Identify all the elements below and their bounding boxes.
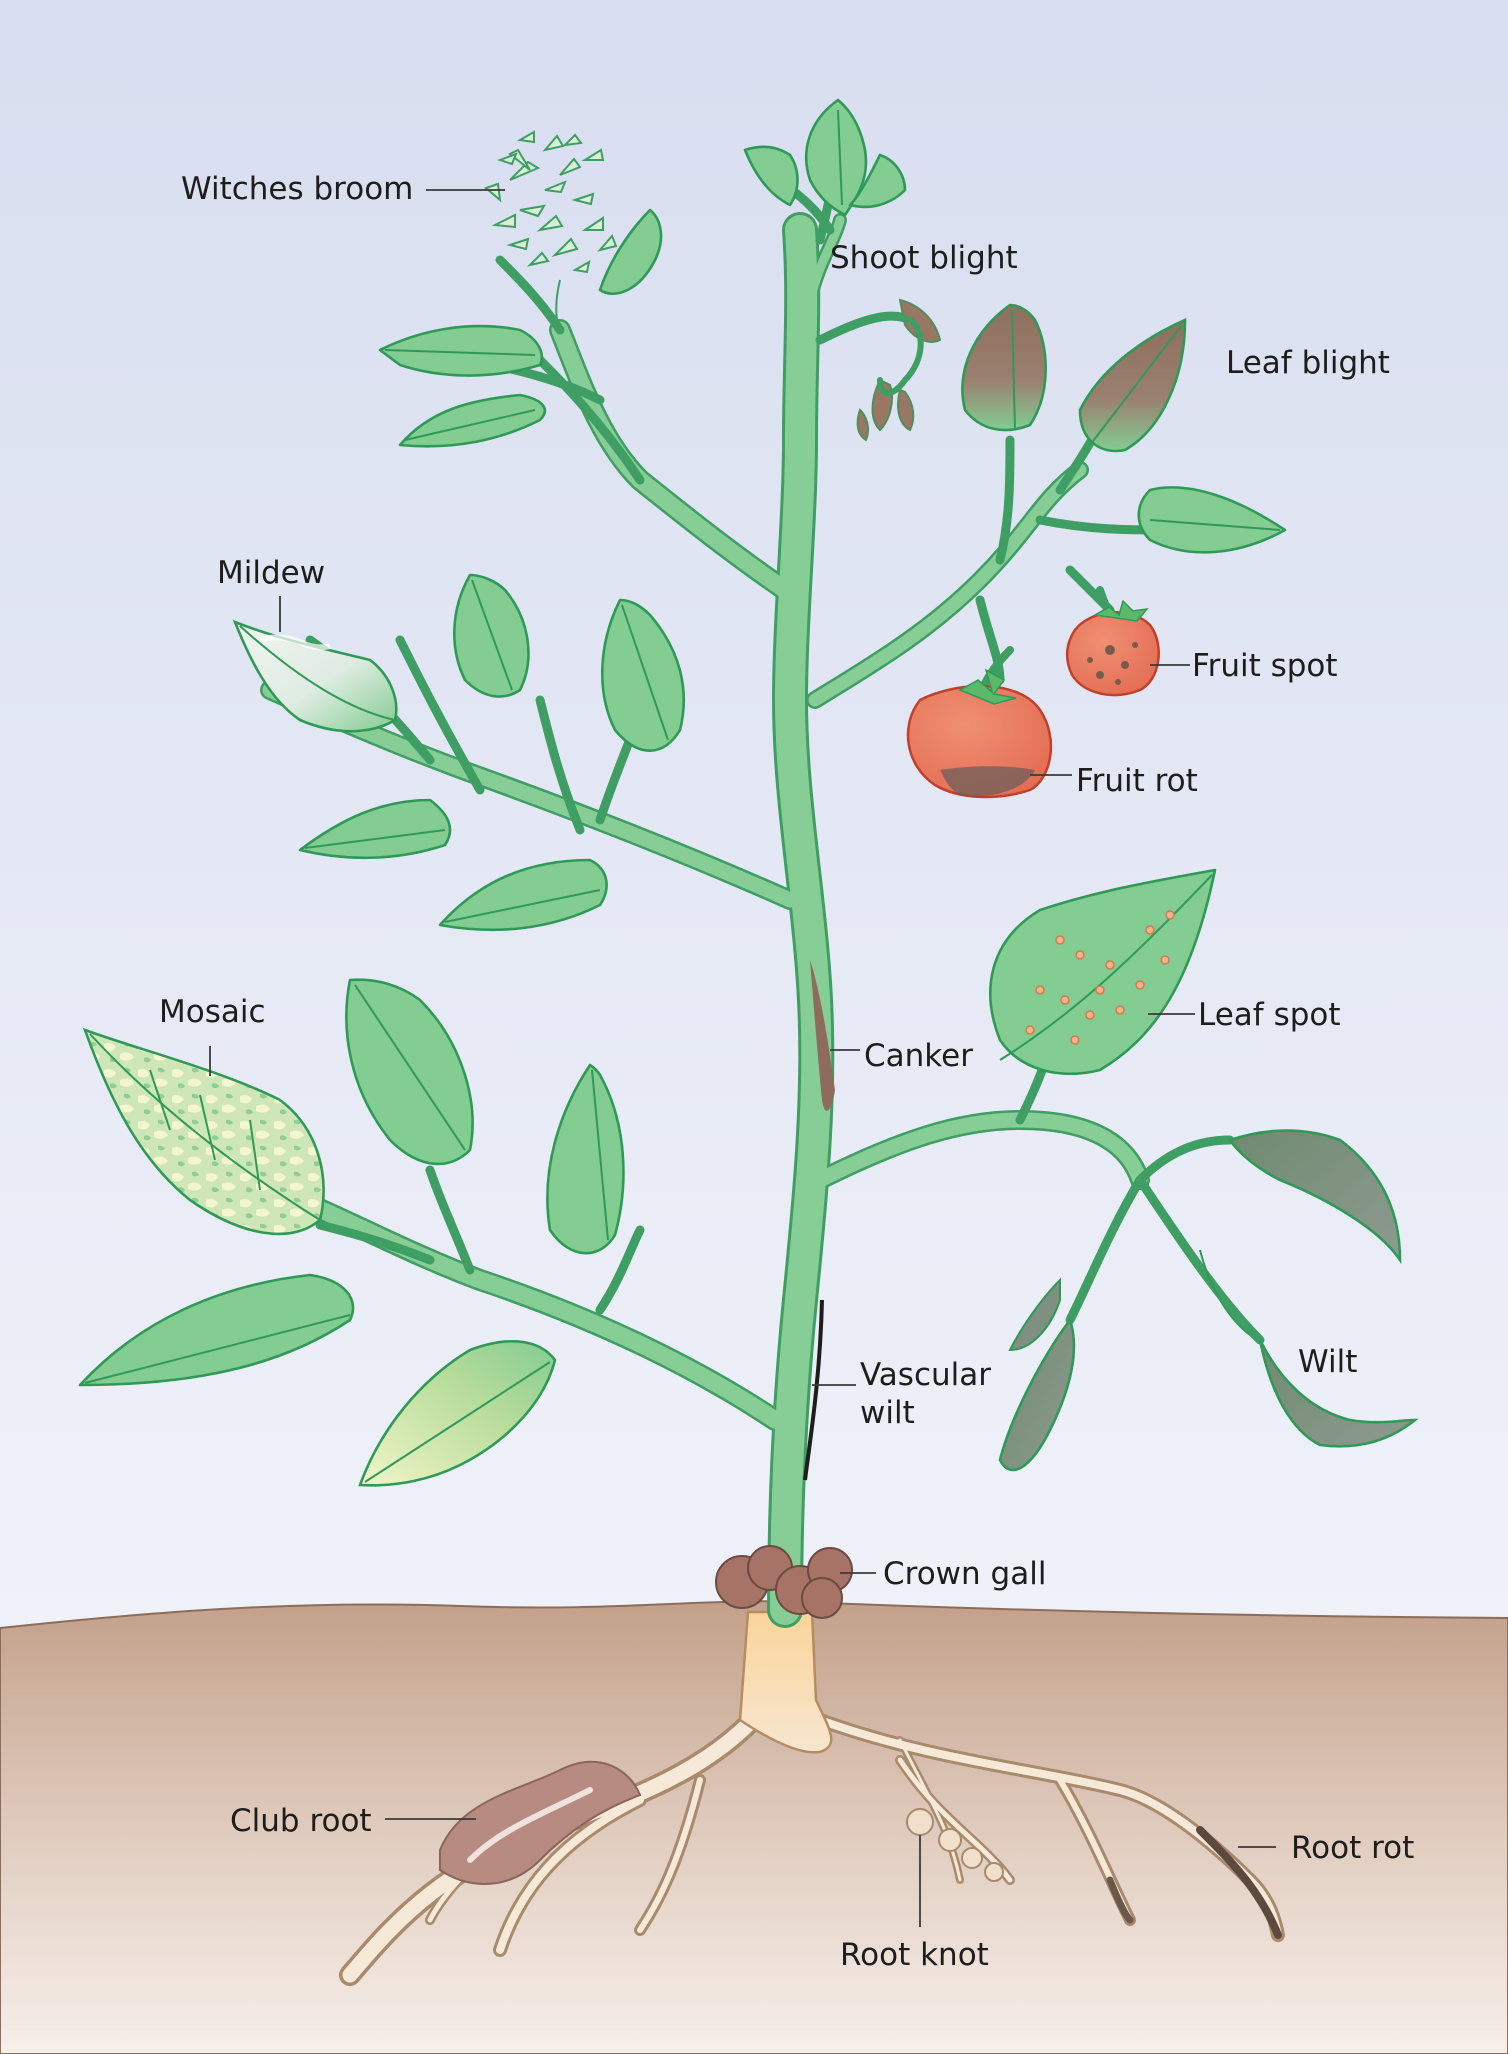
label-club-root: Club root xyxy=(230,1803,372,1839)
label-vascular-wilt-line1: Vascular xyxy=(860,1357,991,1393)
wilted-leaves xyxy=(998,1129,1419,1472)
label-wilt: Wilt xyxy=(1298,1344,1357,1380)
label-shoot-blight: Shoot blight xyxy=(830,240,1018,276)
upper-left-leaves xyxy=(378,208,663,448)
label-mildew: Mildew xyxy=(217,555,325,591)
label-witches-broom: Witches broom xyxy=(181,171,413,207)
labels: Witches broom Shoot blight Leaf blight M… xyxy=(159,171,1414,1973)
label-leaf-spot: Leaf spot xyxy=(1198,997,1341,1033)
shoot-blight-leaves xyxy=(817,298,942,442)
fruits xyxy=(906,586,1160,799)
leader-lines xyxy=(209,189,1276,1927)
label-leaf-blight: Leaf blight xyxy=(1226,345,1390,381)
label-mosaic: Mosaic xyxy=(159,994,266,1030)
vascular-wilt-streak xyxy=(803,1299,824,1481)
fruit-rot-tomato xyxy=(906,668,1053,799)
witches-broom-cluster xyxy=(484,130,618,331)
label-vascular-wilt-line2: wilt xyxy=(860,1395,915,1431)
taproot xyxy=(738,1610,833,1754)
root-knot-galls xyxy=(906,1808,1004,1882)
label-fruit-rot: Fruit rot xyxy=(1076,763,1198,799)
fruit-spot-tomato xyxy=(1065,599,1160,697)
middle-left-leaves xyxy=(298,573,686,932)
leaf-blight-leaves xyxy=(961,303,1187,453)
right-leaf-near-fruit xyxy=(1137,486,1287,554)
label-canker: Canker xyxy=(864,1038,973,1074)
root-system xyxy=(339,1610,1285,1986)
lower-mosaic-leaf xyxy=(358,1339,557,1487)
leaf-spot-leaf xyxy=(989,868,1217,1076)
label-root-rot: Root rot xyxy=(1291,1830,1414,1866)
mosaic-leaf xyxy=(82,1027,325,1236)
leaf-spots xyxy=(1025,910,1175,1045)
label-root-knot: Root knot xyxy=(840,1937,989,1973)
mildew-leaf xyxy=(232,619,398,733)
label-fruit-spot: Fruit spot xyxy=(1192,648,1338,684)
canker-lesion xyxy=(810,960,835,1111)
crown-gall xyxy=(715,1545,853,1619)
lower-left-leaves xyxy=(78,978,625,1387)
apex-leaves xyxy=(743,98,907,217)
root-rot-lesion xyxy=(1196,1826,1282,1939)
label-crown-gall: Crown gall xyxy=(883,1556,1046,1592)
leaves xyxy=(78,98,1419,1487)
